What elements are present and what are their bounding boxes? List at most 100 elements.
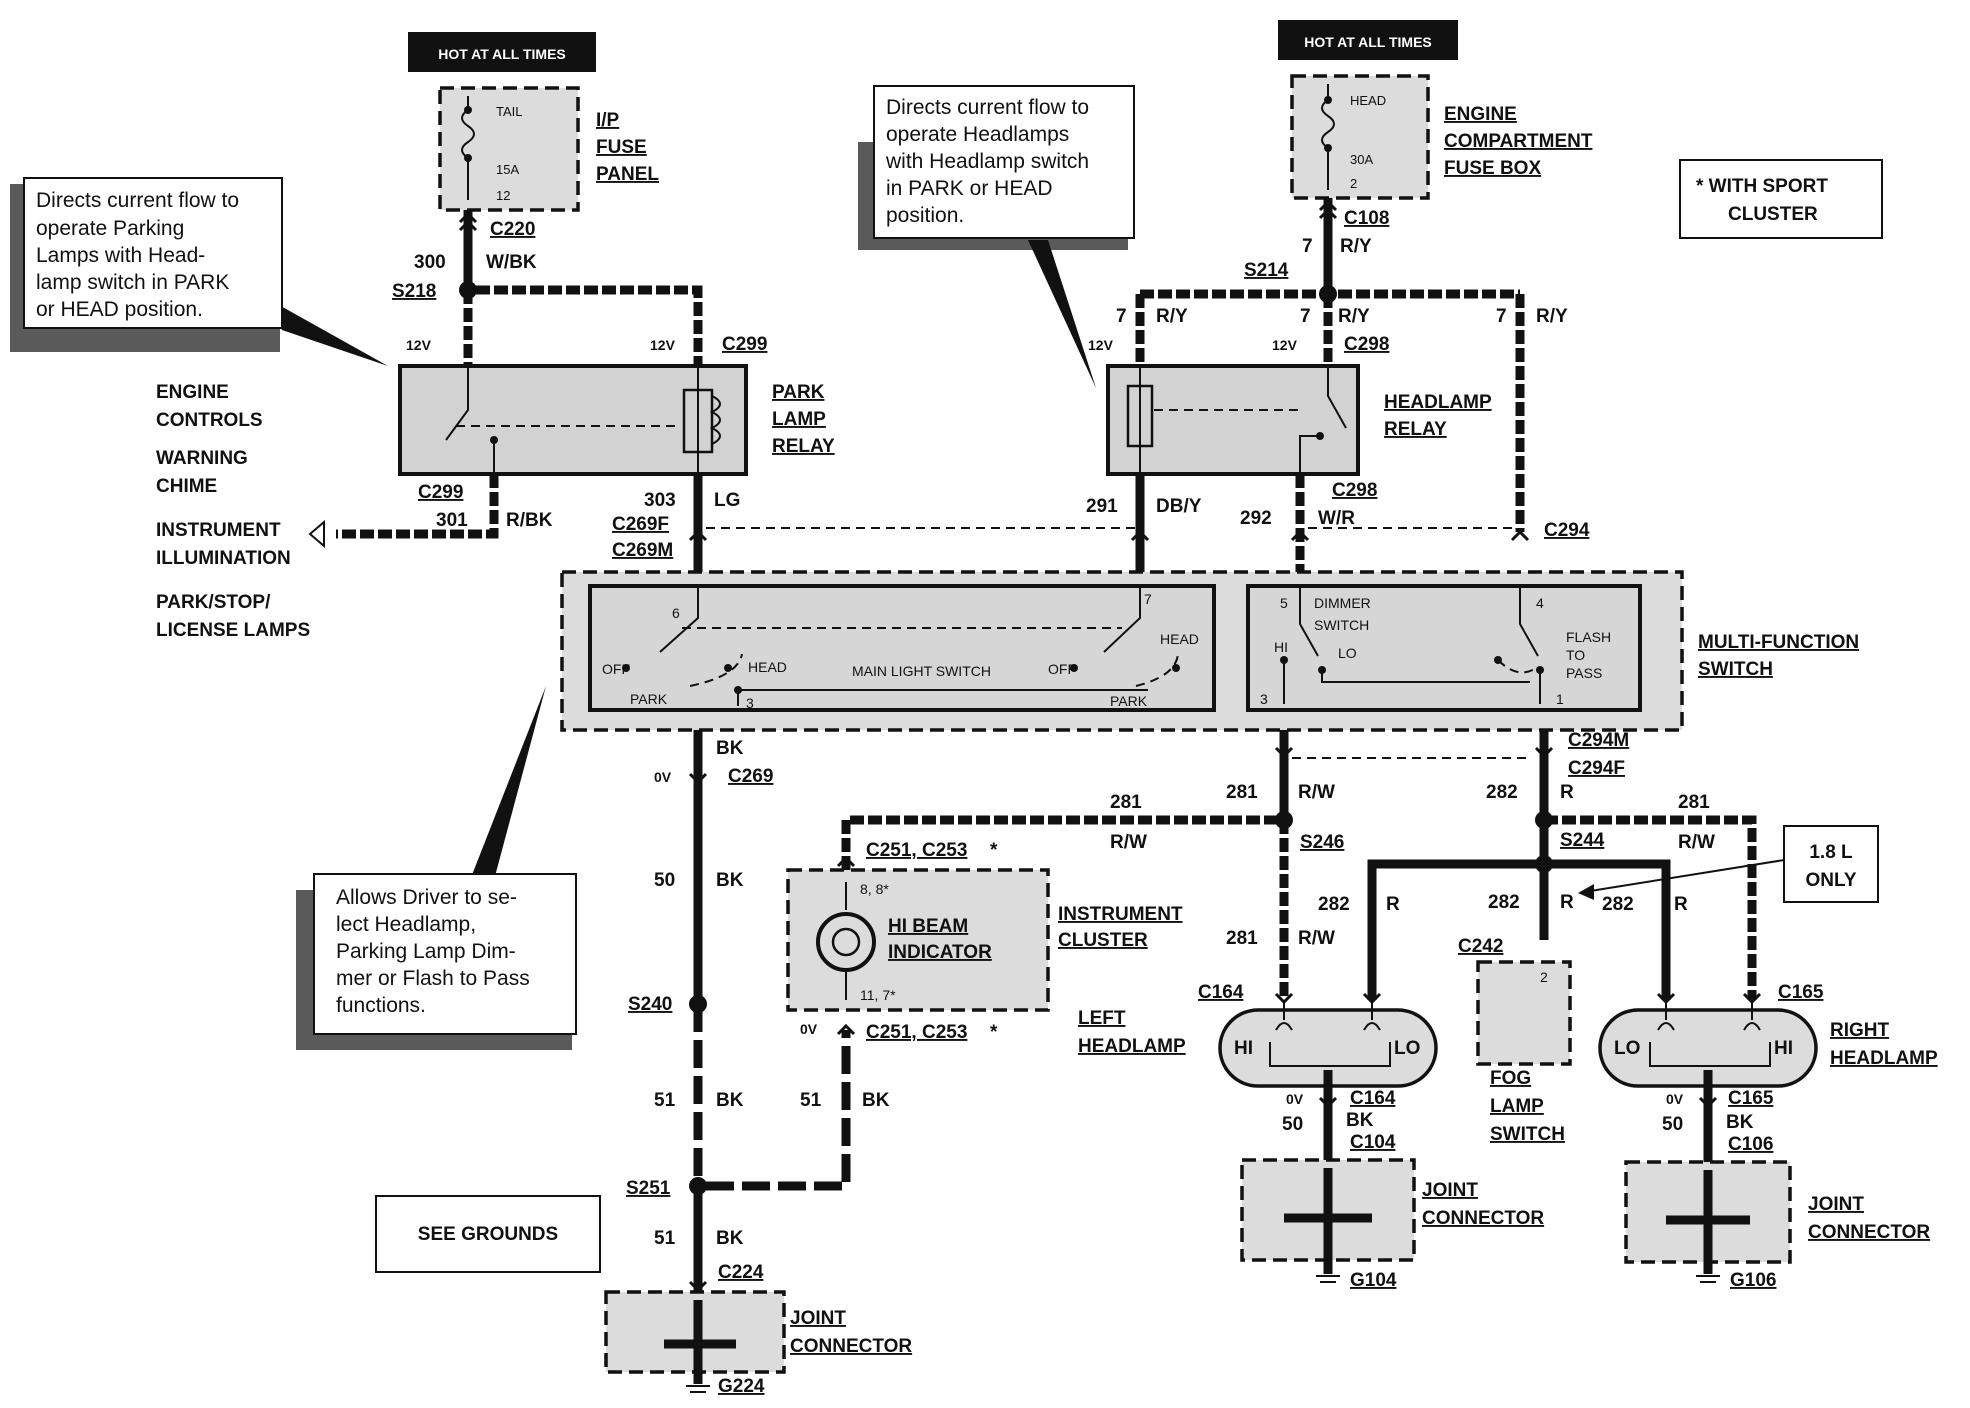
svg-text:12V: 12V: [1088, 337, 1114, 353]
splice-s251-label: S251: [626, 1178, 671, 1199]
svg-text:51: 51: [654, 1228, 676, 1249]
svg-text:JOINT: JOINT: [1422, 1180, 1478, 1201]
svg-text:operate Parking: operate Parking: [36, 217, 184, 240]
see-grounds-box[interactable]: [375, 1195, 601, 1273]
svg-text:282: 282: [1488, 892, 1520, 913]
svg-text:or HEAD position.: or HEAD position.: [36, 298, 203, 321]
svg-text:JOINT: JOINT: [790, 1308, 846, 1329]
connector-c269f: C269F: [612, 514, 669, 535]
svg-text:291: 291: [1086, 496, 1118, 517]
wire-281-cluster: [841, 815, 1286, 870]
svg-text:SWITCH: SWITCH: [1490, 1124, 1565, 1145]
svg-text:1.8 L: 1.8 L: [1809, 842, 1853, 863]
svg-text:HI: HI: [1234, 1038, 1253, 1059]
svg-text:12V: 12V: [650, 337, 676, 353]
ground-g224: G224: [718, 1376, 765, 1397]
svg-text:HEADLAMP: HEADLAMP: [1830, 1048, 1938, 1069]
svg-text:51: 51: [654, 1090, 676, 1111]
splice-s240-label: S240: [628, 994, 672, 1015]
splice-s214-label: S214: [1244, 260, 1289, 281]
connector-c164-bottom: C164: [1350, 1088, 1396, 1109]
engine-fuse-box-label-3: FUSE BOX: [1444, 158, 1541, 179]
svg-text:7: 7: [1300, 306, 1311, 327]
svg-text:R/Y: R/Y: [1536, 306, 1568, 327]
svg-text:ONLY: ONLY: [1805, 870, 1856, 891]
svg-text:7: 7: [1302, 236, 1313, 257]
svg-text:INSTRUMENT: INSTRUMENT: [156, 520, 281, 541]
connector-c299-top: C299: [722, 334, 767, 355]
arrow-to-loads-icon: [308, 519, 325, 549]
engine-fuse-box-label-2: COMPARTMENT: [1444, 131, 1593, 152]
see-grounds-label: SEE GROUNDS: [418, 1224, 558, 1245]
svg-text:OFF: OFF: [602, 661, 630, 677]
svg-text:Directs current flow to: Directs current flow to: [36, 189, 239, 212]
sport-cluster-note-box: [1679, 159, 1883, 239]
right-headlamp-filaments-icon: [1649, 1000, 1771, 1067]
sport-cluster-note-2: CLUSTER: [1728, 204, 1818, 225]
svg-text:11, 7*: 11, 7*: [860, 987, 896, 1003]
svg-text:BK: BK: [716, 1090, 744, 1111]
svg-text:SWITCH: SWITCH: [1314, 617, 1369, 633]
hot-at-all-times-left-box: [408, 32, 596, 72]
park-lamp-relay-label-3: RELAY: [772, 436, 835, 457]
svg-text:CHIME: CHIME: [156, 476, 217, 497]
connector-c224: C224: [718, 1262, 764, 1283]
splice-s218-label: S218: [392, 281, 436, 302]
park-lamp-relay-label-2: LAMP: [772, 409, 826, 430]
park-lamp-relay-label-1: PARK: [772, 382, 825, 403]
svg-text:281: 281: [1226, 782, 1258, 803]
switch-function-note: Allows Driver to se- lect Headlamp, Park…: [296, 686, 577, 1050]
ground-g104-icon: [1316, 1275, 1340, 1283]
svg-text:1: 1: [1556, 691, 1564, 707]
svg-text:CONNECTOR: CONNECTOR: [1808, 1222, 1930, 1243]
ground-g104: G104: [1350, 1270, 1397, 1291]
svg-text:ILLUMINATION: ILLUMINATION: [156, 548, 291, 569]
svg-text:50: 50: [1282, 1114, 1303, 1135]
hot-at-all-times-right-box: [1278, 20, 1458, 60]
ground-g106-icon: [1696, 1275, 1720, 1283]
ip-fuse-panel-label-3: PANEL: [596, 164, 659, 185]
svg-text:LEFT: LEFT: [1078, 1008, 1126, 1029]
svg-text:HEADLAMP: HEADLAMP: [1078, 1036, 1186, 1057]
connector-c165-top: C165: [1778, 982, 1824, 1003]
ground-g224-icon: [686, 1385, 710, 1393]
svg-text:JOINT: JOINT: [1808, 1194, 1864, 1215]
svg-text:PARK: PARK: [630, 691, 668, 707]
svg-text:3: 3: [1260, 691, 1268, 707]
svg-text:282: 282: [1318, 894, 1350, 915]
svg-text:50: 50: [1662, 1114, 1683, 1135]
main-light-switch-contacts: [622, 584, 1180, 706]
svg-text:R/Y: R/Y: [1156, 306, 1188, 327]
hot-at-all-times-left: HOT AT ALL TIMES: [438, 46, 566, 62]
svg-text:LO: LO: [1614, 1038, 1640, 1059]
instrument-cluster-box: [786, 868, 1050, 1012]
svg-text:DB/Y: DB/Y: [1156, 496, 1202, 517]
svg-text:12V: 12V: [1272, 337, 1298, 353]
svg-text:*: *: [990, 840, 998, 861]
svg-text:303: 303: [644, 490, 676, 511]
svg-text:R: R: [1386, 894, 1400, 915]
svg-text:282: 282: [1602, 894, 1634, 915]
svg-text:DIMMER: DIMMER: [1314, 595, 1371, 611]
ip-fuse-pin: 12: [496, 188, 510, 203]
engine-1-8l-note-box: [1783, 825, 1879, 903]
svg-text:3: 3: [746, 695, 754, 711]
connector-c294: C294: [1544, 520, 1590, 541]
wire-300-to-relay-coil: [476, 285, 703, 366]
svg-text:lamp switch in PARK: lamp switch in PARK: [36, 271, 229, 294]
svg-text:INSTRUMENT: INSTRUMENT: [1058, 904, 1183, 925]
svg-text:LICENSE LAMPS: LICENSE LAMPS: [156, 620, 310, 641]
ip-fuse-panel-label-1: I/P: [596, 110, 620, 131]
svg-text:R/W: R/W: [1298, 928, 1335, 949]
headlamp-relay-label-2: RELAY: [1384, 419, 1447, 440]
svg-text:51: 51: [800, 1090, 822, 1111]
svg-text:R/BK: R/BK: [506, 510, 553, 531]
svg-text:HEAD: HEAD: [1160, 631, 1199, 647]
connector-symbols: [458, 199, 1762, 1293]
svg-text:2: 2: [1540, 969, 1548, 985]
svg-text:7: 7: [1144, 591, 1152, 607]
connector-c298-top: C298: [1344, 334, 1389, 355]
connector-c104: C104: [1350, 1132, 1396, 1153]
svg-text:INDICATOR: INDICATOR: [888, 942, 992, 963]
joint-connector-g104-icon: [1284, 1168, 1372, 1274]
